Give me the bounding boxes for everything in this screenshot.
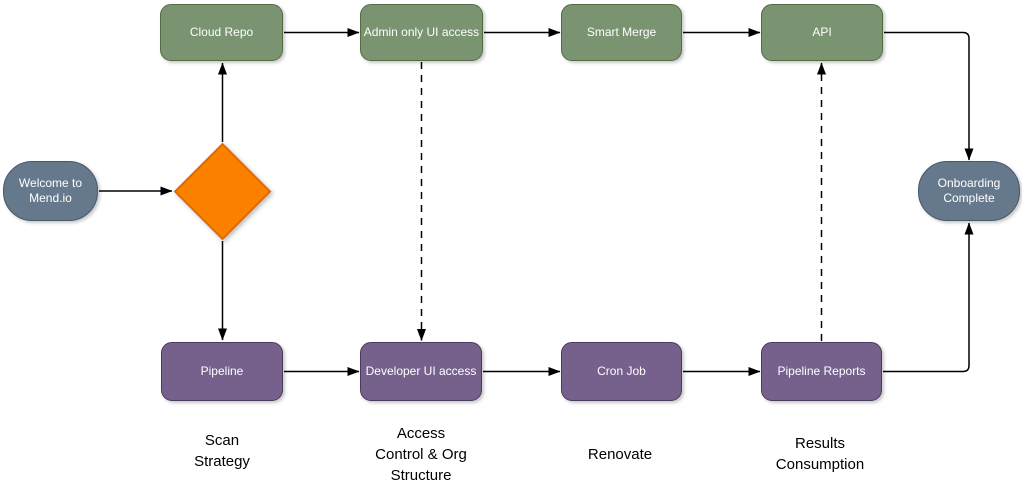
node-cloud-repo: Cloud Repo bbox=[160, 4, 283, 61]
decision-diamond-shape bbox=[173, 142, 272, 241]
node-welcome-label: Welcome to Mend.io bbox=[18, 176, 83, 205]
node-onboarding-complete: Onboarding Complete bbox=[918, 161, 1020, 221]
node-admin-only-ui-access: Admin only UI access bbox=[360, 4, 483, 61]
node-pipeline-reports-label: Pipeline Reports bbox=[777, 364, 866, 378]
node-pipeline-reports: Pipeline Reports bbox=[761, 342, 882, 401]
node-smart-merge: Smart Merge bbox=[561, 4, 682, 61]
section-label-renovate: Renovate bbox=[587, 446, 653, 463]
section-label-results-consumption: Results Consumption bbox=[775, 435, 865, 473]
node-cloud-repo-label: Cloud Repo bbox=[189, 25, 254, 39]
node-onboarding-complete-label: Onboarding Complete bbox=[937, 176, 1001, 205]
node-cron-job-label: Cron Job bbox=[597, 364, 646, 378]
section-label-access-control-org-structure: Access Control & Org Structure bbox=[375, 425, 467, 484]
edge-api-to-onboarding bbox=[884, 31, 974, 161]
edge-pipeline-reports-to-onboarding bbox=[883, 222, 974, 373]
node-smart-merge-label: Smart Merge bbox=[586, 25, 657, 39]
section-label-scan-strategy: Scan Strategy bbox=[194, 432, 250, 470]
node-pipeline-label: Pipeline bbox=[200, 364, 244, 378]
node-cron-job: Cron Job bbox=[561, 342, 682, 401]
decision-diamond bbox=[173, 142, 272, 241]
node-developer-ui-access: Developer UI access bbox=[360, 342, 482, 401]
node-developer-ui-access-label: Developer UI access bbox=[365, 364, 477, 378]
node-api-label: API bbox=[812, 25, 832, 39]
node-pipeline: Pipeline bbox=[161, 342, 283, 401]
node-welcome-to-mendio: Welcome to Mend.io bbox=[3, 161, 98, 221]
node-admin-only-ui-access-label: Admin only UI access bbox=[363, 25, 480, 39]
node-api: API bbox=[761, 4, 883, 61]
